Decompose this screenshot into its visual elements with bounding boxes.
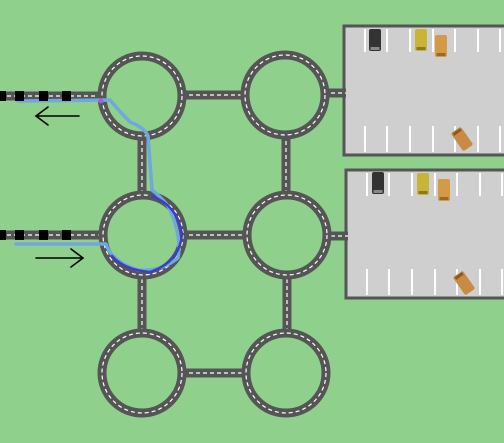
arrow-right-icon [35,248,85,268]
lower-lot-car-orange[interactable] [438,179,450,201]
roundabout-r1-c1[interactable] [97,51,187,141]
lower-entrance-dashes [0,230,71,240]
upper-lot-car-dark[interactable] [369,29,381,51]
parking-lots [342,24,504,300]
roundabout-r1-c2[interactable] [240,50,330,140]
lower-parking-lot [344,168,504,300]
roundabout-r3-c1[interactable] [97,328,187,418]
lower-lot-car-brown[interactable] [453,271,475,296]
roundabout-r2-c2[interactable] [242,190,332,280]
upper-lot-car-brown[interactable] [451,127,473,152]
route-node-marker [98,98,104,104]
upper-lot-car-yellow[interactable] [415,29,427,51]
upper-lot-bottom-stripes [364,126,501,152]
road-segments [0,88,348,378]
entrance-markers [0,91,85,268]
lower-lot-top-stripes [366,173,503,196]
route-path-dark [110,194,184,274]
lower-lot-car-yellow[interactable] [417,173,429,195]
roundabouts [97,50,332,418]
route-overlay [14,98,184,274]
upper-entrance-dashes [0,91,71,101]
upper-lot-car-orange[interactable] [435,35,447,57]
upper-parking-lot [342,24,504,157]
roundabout-r3-c2[interactable] [241,328,331,418]
arrow-left-icon [34,106,80,126]
lower-lot-car-dark[interactable] [372,172,384,194]
upper-lot-top-stripes [364,29,501,52]
